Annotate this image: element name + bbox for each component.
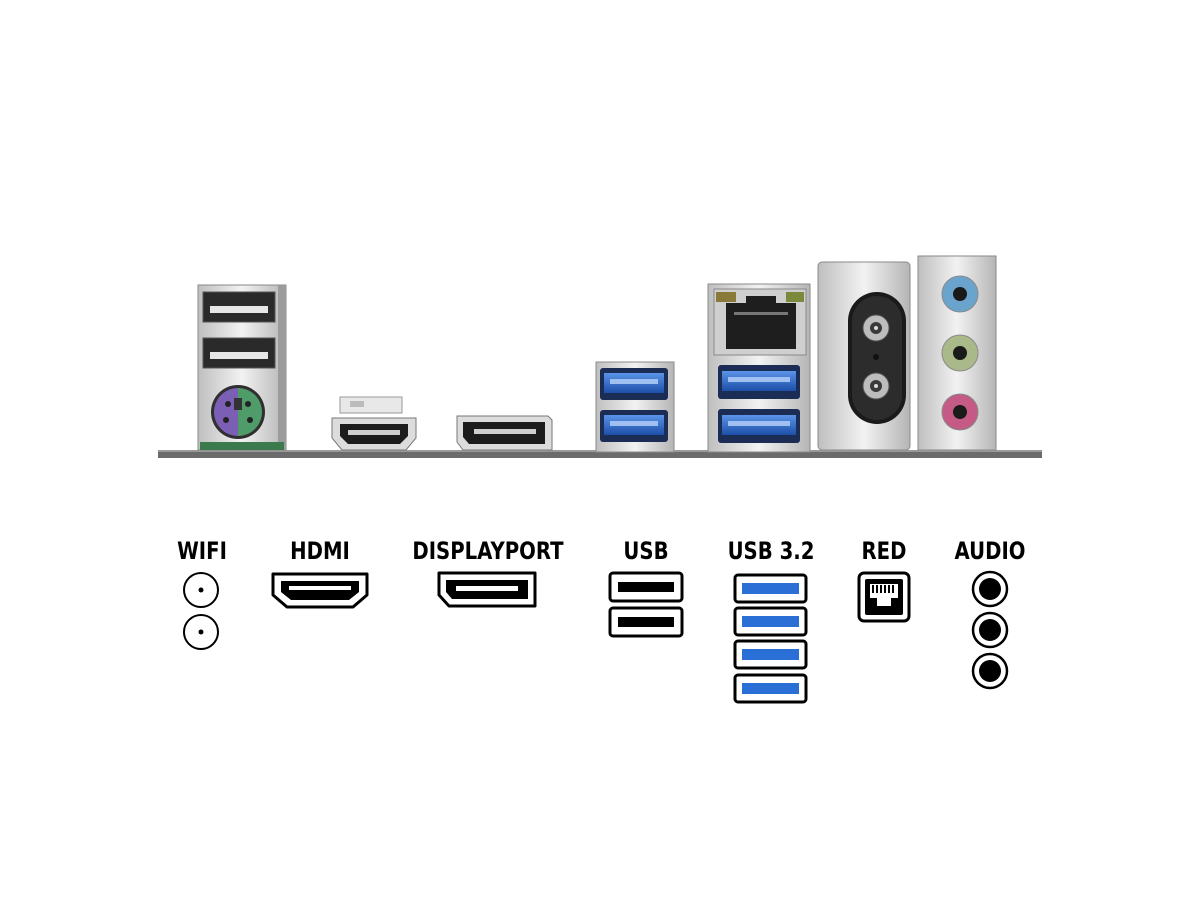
lan-usb-stack: [707, 283, 811, 453]
usb-icon: [608, 571, 684, 603]
usb32-port-1[interactable]: [600, 368, 668, 400]
usb32-stack-left: [595, 361, 675, 453]
usb32-port-2[interactable]: [600, 410, 668, 442]
ps2-port[interactable]: [211, 385, 265, 439]
hdmi-port[interactable]: [331, 396, 417, 451]
usb32-icon: [733, 639, 808, 670]
audio-jack-line-out[interactable]: [941, 334, 979, 372]
audio-jack-mic[interactable]: [941, 393, 979, 431]
audio-jack-module: [917, 255, 997, 451]
usb32-icon: [733, 573, 808, 604]
wifi-icon: [183, 614, 219, 650]
usb-icon: [608, 606, 684, 638]
usb32-port-3[interactable]: [718, 365, 800, 399]
usb32-port-4[interactable]: [718, 409, 800, 443]
audio-jack-line-in[interactable]: [941, 275, 979, 313]
wifi-icon: [183, 572, 219, 608]
audio-jack-icon: [971, 570, 1009, 608]
usb2-ps2-stack: [197, 284, 287, 451]
label-hdmi: HDMI: [290, 537, 350, 565]
displayport-icon: [437, 571, 537, 608]
audio-jack-icon: [971, 611, 1009, 649]
wifi-antenna-connector-2[interactable]: [862, 372, 890, 400]
board-edge: [158, 450, 1042, 458]
label-usb32: USB 3.2: [727, 537, 815, 565]
usb32-icon: [733, 673, 808, 704]
rj45-port[interactable]: [713, 288, 807, 356]
label-red: RED: [861, 537, 907, 565]
displayport-port[interactable]: [456, 415, 553, 451]
usb2-port-top[interactable]: [202, 291, 276, 323]
label-audio: AUDIO: [954, 537, 1026, 565]
usb2-port-bottom[interactable]: [202, 337, 276, 369]
usb32-icon: [733, 606, 808, 637]
ethernet-icon: [857, 571, 911, 623]
hdmi-icon: [271, 572, 369, 609]
label-displayport: DISPLAYPORT: [412, 537, 564, 565]
label-wifi: WIFI: [177, 537, 227, 565]
label-usb: USB: [623, 537, 669, 565]
wifi-antenna-module: [817, 261, 911, 451]
wifi-antenna-connector-1[interactable]: [862, 314, 890, 342]
audio-jack-icon: [971, 652, 1009, 690]
